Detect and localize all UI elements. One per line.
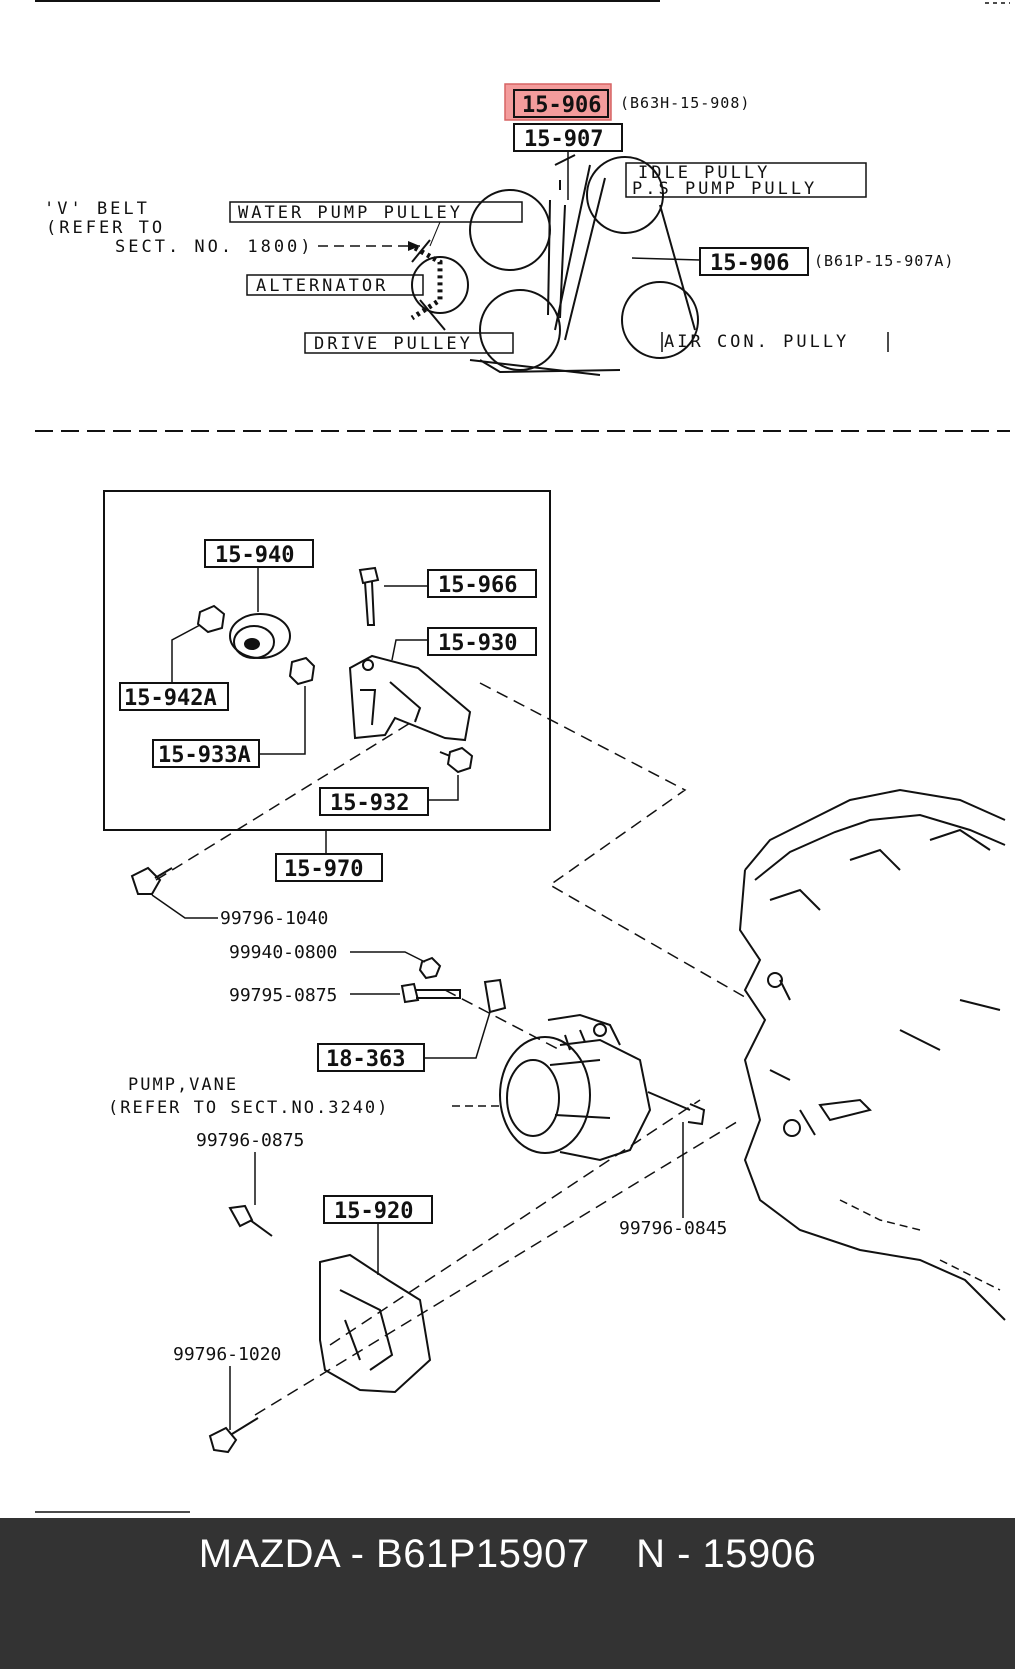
part-number-15-970: 15-970 xyxy=(284,857,363,882)
bolt-99796-0845 xyxy=(647,1091,706,1126)
v-belt-outer xyxy=(411,154,601,376)
bolt-99796-1020 xyxy=(208,1417,259,1454)
part-box-15-970 xyxy=(275,853,383,882)
part-box-15-940 xyxy=(204,539,314,568)
part-box-15-966 xyxy=(427,569,537,598)
part-box-15-906-belt xyxy=(699,247,809,276)
bracket-15-930 xyxy=(348,654,472,742)
vane-pump xyxy=(499,1013,652,1162)
bolt-99796-1040 xyxy=(130,866,173,895)
part-number-15-930: 15-930 xyxy=(438,631,517,656)
ref-b63h-15-908: (B63H-15-908) xyxy=(620,94,750,112)
bolt-15-966 xyxy=(358,566,380,626)
v-belt-refer-label: (REFER TO xyxy=(46,218,165,238)
part-number-18-363: 18-363 xyxy=(326,1047,405,1072)
footer-bar: MAZDA - B61P15907 N - 15906 xyxy=(0,1518,1015,1669)
pump-vane-refer-label: (REFER TO SECT.NO.3240) xyxy=(108,1098,389,1118)
bolt-15-932 xyxy=(439,746,474,774)
alternator-label-box xyxy=(246,274,424,296)
inset-frame xyxy=(103,490,551,831)
pump-vane-label: PUMP,VANE xyxy=(128,1075,238,1095)
idle-pulley xyxy=(586,156,664,234)
part-box-15-932 xyxy=(319,787,429,816)
water-pump-pulley-label-box xyxy=(229,201,523,223)
bolt-99795-0875 xyxy=(400,982,461,1004)
ps-pump-pulley-label: P.S PUMP PULLY xyxy=(632,179,817,199)
part-number-99796-1020: 99796-1020 xyxy=(173,1344,281,1365)
air-con-pulley xyxy=(621,281,699,359)
v-belt-3 xyxy=(479,204,696,374)
idle-pulley-label-box xyxy=(625,162,867,198)
part-number-15-933a: 15-933A xyxy=(158,743,251,768)
nut-15-942a xyxy=(196,604,226,634)
part-number-15-940: 15-940 xyxy=(215,543,294,568)
drive-pulley-label: DRIVE PULLEY xyxy=(314,334,473,354)
part-number-99796-0845: 99796-0845 xyxy=(619,1218,727,1239)
part-box-15-930 xyxy=(427,627,537,656)
part-caption: MAZDA - B61P15907 N - 15906 xyxy=(198,1532,817,1576)
spacer-15-933a xyxy=(288,656,316,686)
part-number-15-942a: 15-942A xyxy=(124,686,217,711)
assembly-dashed-lines xyxy=(155,682,751,1416)
part-number-15-966: 15-966 xyxy=(438,573,517,598)
engine-block xyxy=(738,788,1006,1321)
alternator-pulley xyxy=(411,256,469,314)
air-con-pulley-label: AIR CON. PULLY xyxy=(664,332,849,352)
bracket-18-363 xyxy=(483,978,507,1014)
drive-pulley-label-box xyxy=(304,332,514,354)
belt-routing-diagram: 15-906 (B63H-15-908) 15-907 IDLE PULLY P… xyxy=(44,83,954,376)
part-number-15-932: 15-932 xyxy=(330,791,409,816)
part-number-15-906-top: 15-906 xyxy=(522,93,601,118)
part-box-15-942a xyxy=(119,682,229,711)
drive-pulley xyxy=(479,289,561,371)
ref-b61p-15-907a: (B61P-15-907A) xyxy=(814,252,954,270)
v-belt-1 xyxy=(547,199,566,319)
part-number-15-907: 15-907 xyxy=(524,127,603,152)
v-belt-sect-label: SECT. NO. 1800) xyxy=(115,237,314,257)
part-number-99796-1040: 99796-1040 xyxy=(220,908,328,929)
water-pump-pulley-label: WATER PUMP PULLEY xyxy=(238,203,463,223)
v-belt-label: 'V' BELT xyxy=(44,199,150,219)
idle-pulley-label: IDLE PULLY xyxy=(638,163,770,183)
bracket-15-920 xyxy=(319,1253,432,1394)
pump-bracket-diagram: 15-940 15-942A 15-966 15-930 15-933A 15-… xyxy=(103,490,1006,1454)
part-number-15-920: 15-920 xyxy=(334,1199,413,1224)
part-number-99796-0875: 99796-0875 xyxy=(196,1130,304,1151)
bolt-99796-0875 xyxy=(228,1204,273,1237)
part-number-15-906-belt: 15-906 xyxy=(710,251,789,276)
v-belt-2 xyxy=(554,164,606,341)
part-number-99795-0875: 99795-0875 xyxy=(229,985,337,1006)
part-number-99940-0800: 99940-0800 xyxy=(229,942,337,963)
part-box-15-906-top xyxy=(513,89,609,118)
alternator-label: ALTERNATOR xyxy=(256,276,388,296)
nut-99940-0800 xyxy=(418,956,442,980)
